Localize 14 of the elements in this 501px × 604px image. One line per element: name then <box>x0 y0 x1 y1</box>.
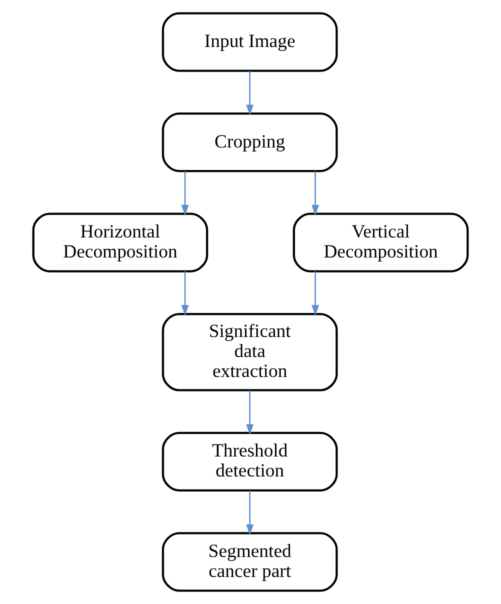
arrow <box>312 271 320 316</box>
arrow <box>246 71 254 116</box>
arrow <box>246 390 254 435</box>
node-box: Vertical Decomposition <box>292 212 469 272</box>
node-box: Significant data extraction <box>162 312 338 392</box>
node-box: Segmented cancer part <box>162 532 338 592</box>
arrow <box>181 171 189 216</box>
node-box: Cropping <box>162 112 338 172</box>
node-box: Threshold detection <box>162 432 338 492</box>
node-box: Horizontal Decomposition <box>32 212 208 272</box>
node-box: Input Image <box>162 12 338 72</box>
arrow <box>246 490 254 536</box>
arrow <box>312 171 320 216</box>
arrow <box>181 271 189 316</box>
